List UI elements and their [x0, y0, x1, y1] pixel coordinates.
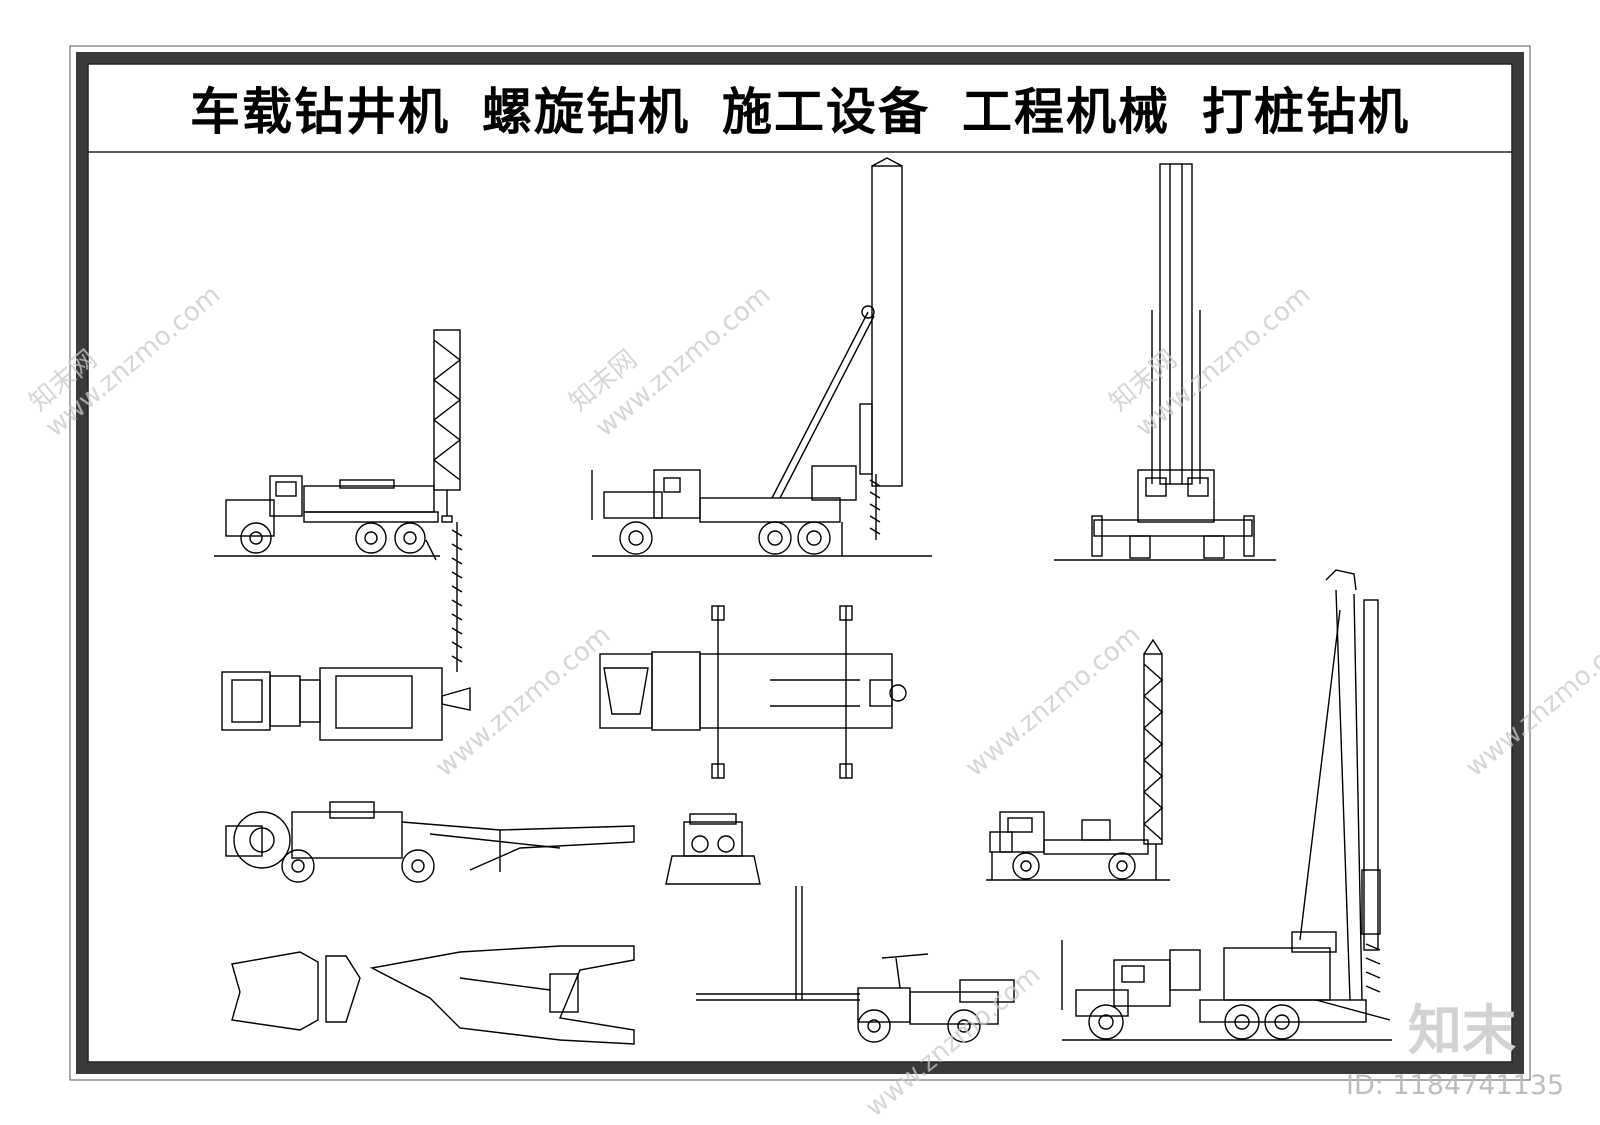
title-word-engineering-machinery: 工程机械 — [962, 83, 1170, 141]
drill-jumbo-plan — [231, 945, 635, 1045]
rig-truck-boom-mast-plan — [599, 605, 907, 779]
rig-front-elevation-tall-mast — [1054, 163, 1276, 561]
image-id-watermark: ID: 1184741135 — [1346, 1070, 1565, 1101]
rig-small-lattice-truck-side — [986, 638, 1170, 881]
rig-heavy-truck-tall-mast-side — [1061, 569, 1392, 1041]
title-word-construction-equipment: 施工设备 — [722, 83, 930, 141]
drill-jumbo-side — [225, 801, 635, 883]
title-word-pile-drill: 打桩钻机 — [1202, 83, 1410, 141]
rig-truck-lattice-mast-side — [214, 329, 463, 672]
rig-compact-crawler-side — [696, 886, 1015, 1043]
title-word-truck-drill: 车载钻井机 — [190, 83, 450, 141]
rig-truck-lattice-mast-plan — [221, 667, 471, 741]
drill-jumbo-front — [665, 813, 761, 885]
title-word-auger-drill: 螺旋钻机 — [482, 83, 690, 141]
rig-truck-boom-mast-side — [591, 157, 932, 557]
sheet-frame — [69, 45, 1531, 1081]
drawing-title: 车载钻井机 螺旋钻机 施工设备 工程机械 打桩钻机 — [92, 64, 1508, 152]
brand-logo-watermark: 知末 — [1408, 999, 1516, 1062]
